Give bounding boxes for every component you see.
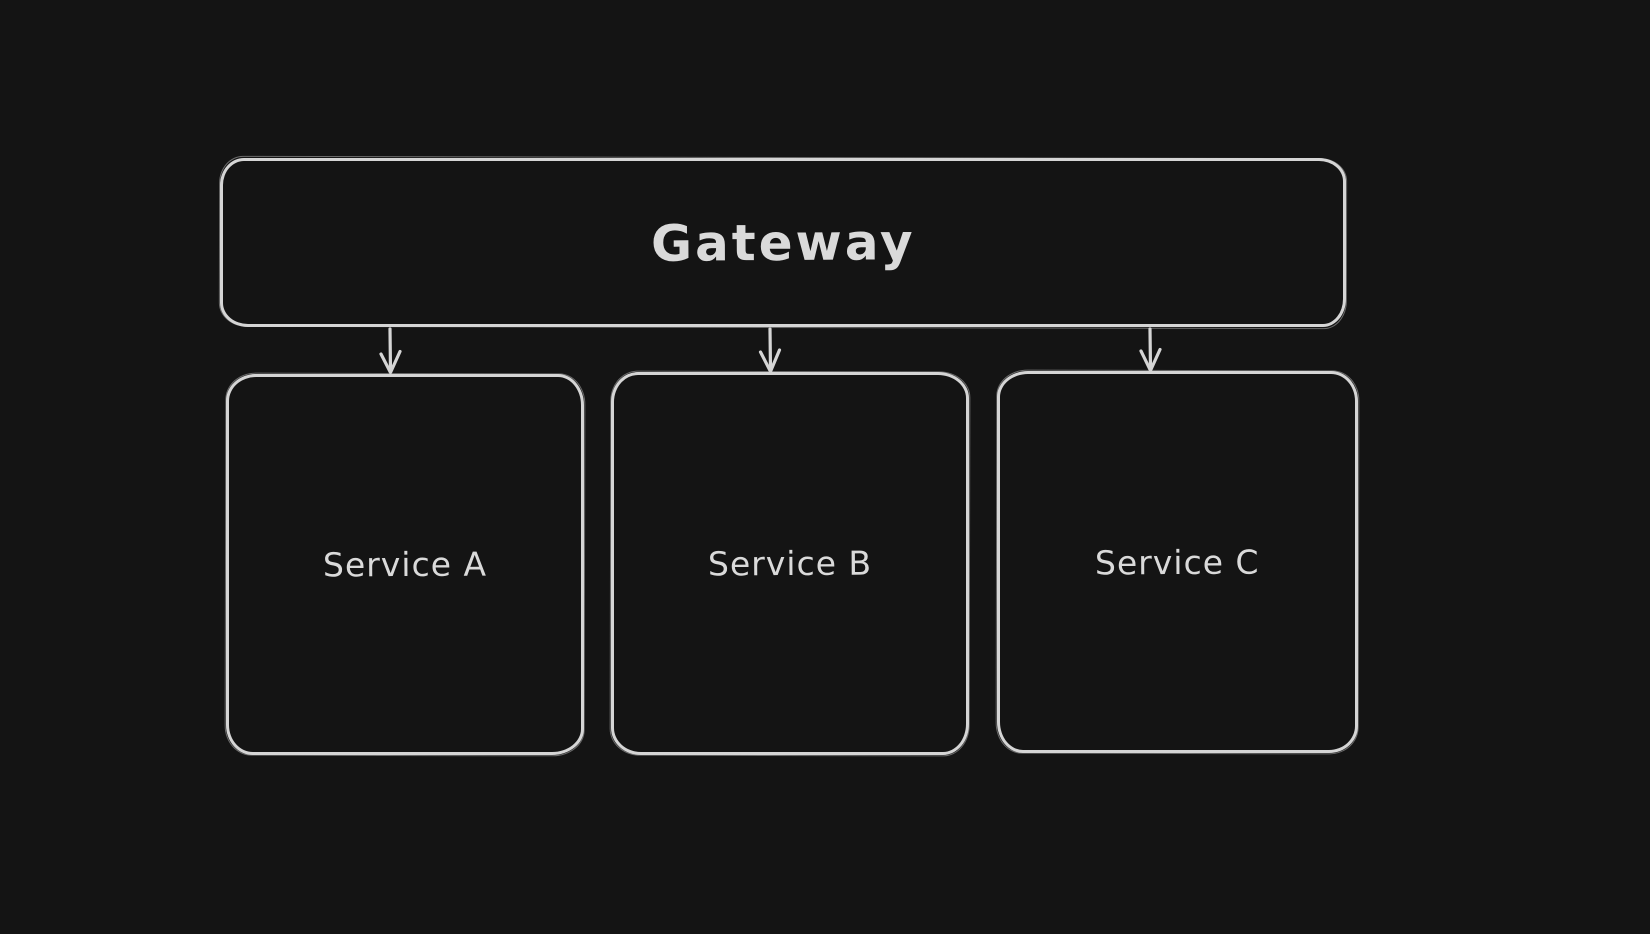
node-service-a[interactable]: Service A	[226, 374, 584, 755]
node-service-b[interactable]: Service B	[611, 372, 969, 755]
node-service-a-label: Service A	[322, 544, 488, 585]
arrow-gateway-to-service-b[interactable]	[758, 327, 782, 374]
node-service-b-label: Service B	[707, 543, 873, 584]
node-gateway[interactable]: Gateway	[220, 158, 1346, 327]
arrow-gateway-to-service-a[interactable]	[379, 327, 402, 375]
node-service-c-label: Service C	[1095, 542, 1260, 582]
arrow-gateway-to-service-c[interactable]	[1139, 327, 1162, 373]
node-service-c[interactable]: Service C	[997, 371, 1358, 753]
